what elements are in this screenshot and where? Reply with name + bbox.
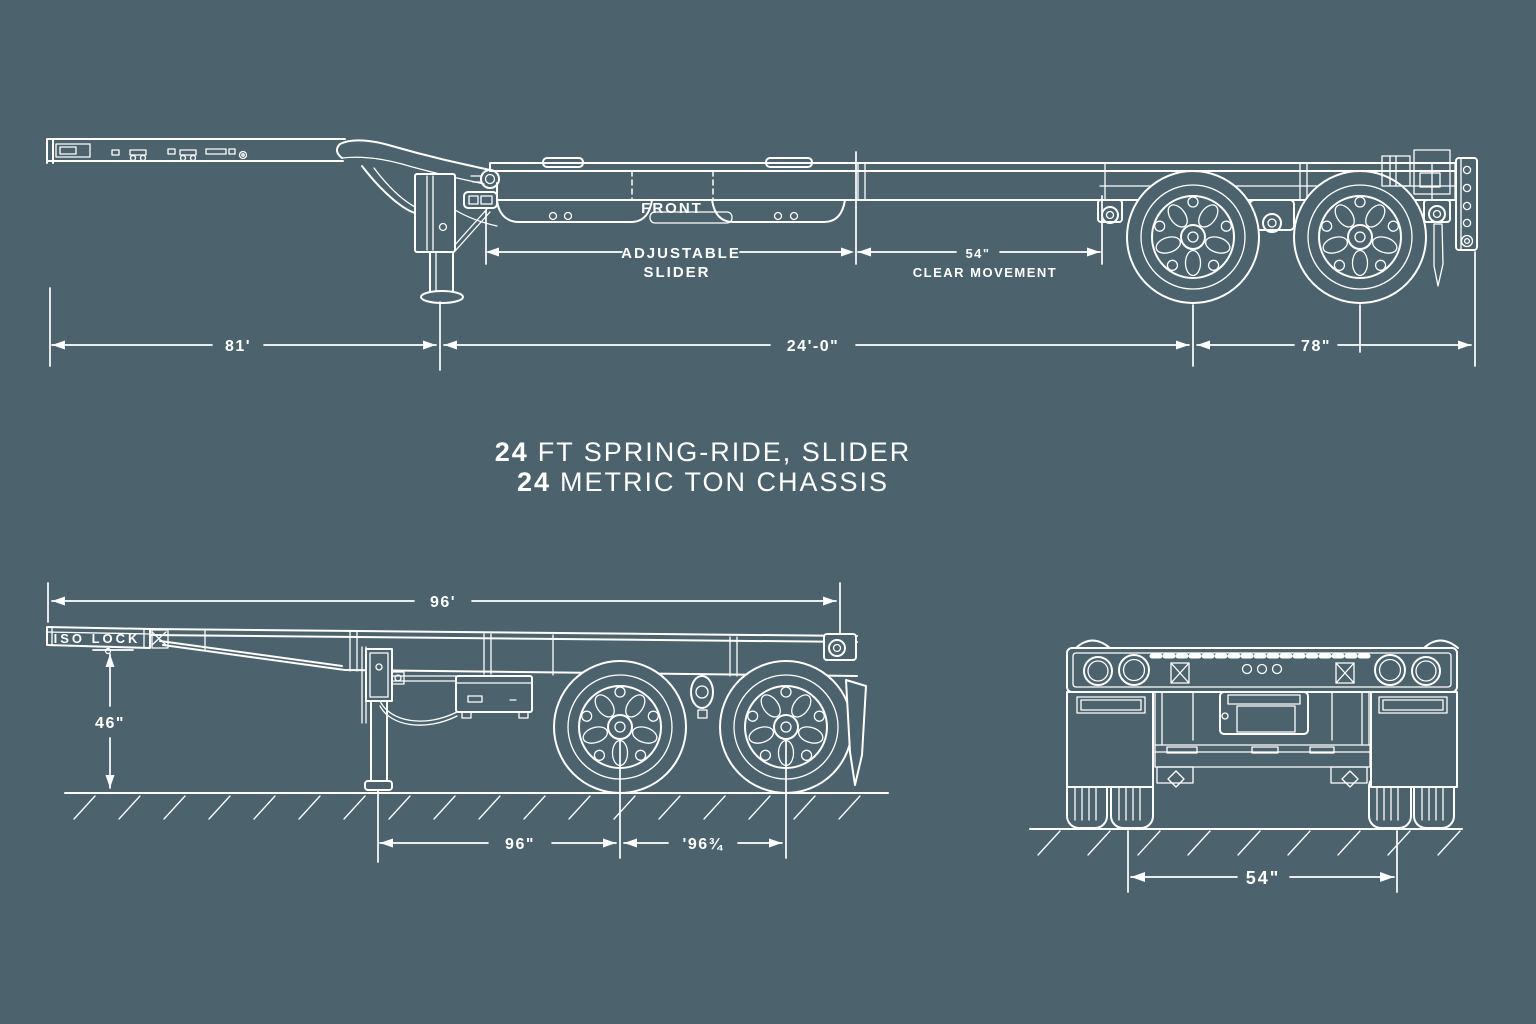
clear-movement-label: CLEAR MOVEMENT [913,265,1058,280]
dim-front-overhang: 81' [225,338,251,355]
wheel [1126,170,1260,304]
adjustable-slider-label2: SLIDER [643,264,710,281]
dimension-axle-row: 96" '96¾ [377,739,787,863]
dim-slider-travel: 24'-0" [787,338,839,355]
license-plate [1236,705,1296,733]
side-elevation-view: FRONT ADJUSTABLE SLIDER 54" CLEAR MOVEME… [46,138,1478,371]
dim-overall: 96' [430,594,456,611]
reflector-markers [1170,662,1355,684]
dimension-overall: 96' [47,582,841,635]
connector-ports [1241,663,1283,675]
rear-mud-flaps [1066,691,1458,788]
dimension-height: 46" [92,649,134,789]
dimension-adjustable-slider: ADJUSTABLE SLIDER [485,151,857,281]
dim-landing-gear-to-axle: 96" [505,836,535,853]
tail-lights [1083,654,1441,686]
rear-ground-line [1029,828,1463,856]
dimension-track: 54" [1127,830,1398,893]
rear-view: 54" [1029,639,1463,893]
landing-gear-side [361,646,457,791]
mudflap-rod [1433,223,1444,287]
roadside-elevation-view: 96' [46,582,889,863]
ground-line [64,792,889,820]
dim-height: 46" [95,715,125,732]
adjustable-slider-label: ADJUSTABLE [621,245,741,262]
rear-bumper-bar [1066,639,1459,693]
rear-center-body [1154,691,1371,788]
rear-bumper [1381,149,1478,287]
front-rail [46,138,346,164]
dim-track: 54" [1246,868,1281,888]
gooseneck [336,139,498,251]
toolbox [379,675,533,726]
dimension-main-row: 81' 24'-0" 78" [49,251,1476,371]
dimension-clear-movement: 54" CLEAR MOVEMENT [857,195,1103,280]
front-label: FRONT [641,200,703,217]
equalizer-hanger [690,675,714,719]
slider-assembly [496,157,846,224]
wheel [1293,170,1427,304]
dim-axle-spacing: '96¾ [683,836,724,853]
dim-rear-section: 78" [1301,338,1331,355]
clear-movement-value: 54" [965,246,990,261]
iso-lock-label: ISO LOCK [54,631,141,646]
mud-flap [845,679,867,786]
landing-gear [414,169,500,304]
